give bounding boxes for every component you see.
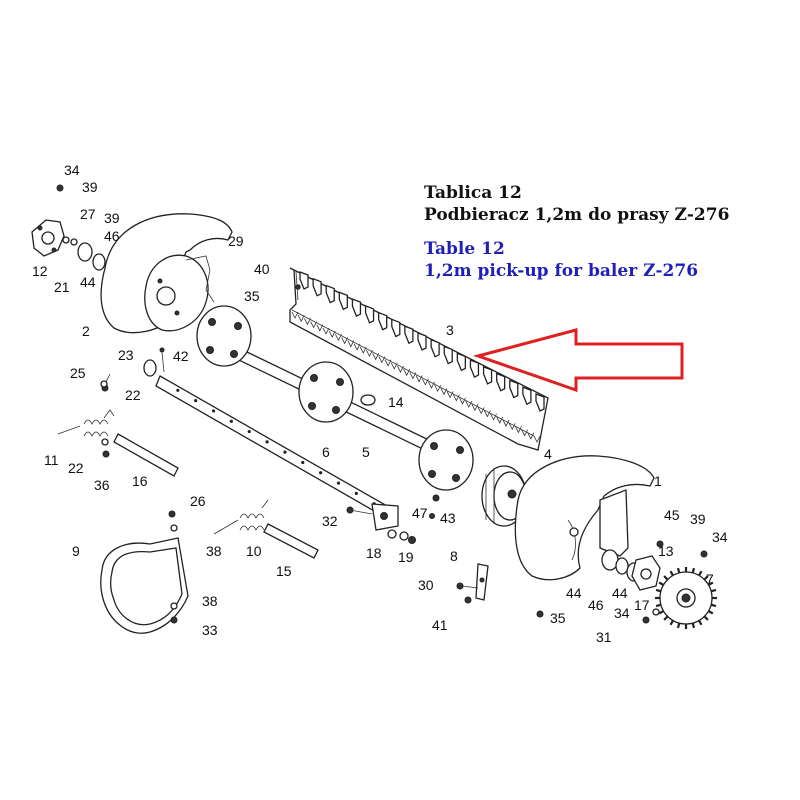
spring-left [57,384,115,458]
callout-27: 27 [80,206,96,222]
callout-31: 31 [596,629,612,645]
right-cover [514,455,655,618]
callout-8: 8 [450,548,458,564]
callout-38: 38 [202,593,218,609]
rod-holes [176,388,376,506]
callout-32: 32 [322,513,338,529]
callout-42: 42 [173,348,189,364]
callout-7: 7 [706,571,714,587]
callout-36: 36 [94,477,110,493]
drive-belt [100,510,189,634]
callout-16: 16 [132,473,148,489]
main-shaft [196,305,474,491]
left-cover [100,213,233,334]
callout-22: 22 [125,387,141,403]
callout-11: 11 [44,452,59,468]
tine-strip-teeth [299,271,545,412]
callout-23: 23 [118,347,134,363]
callout-17: 17 [634,597,650,613]
callout-38: 38 [206,543,222,559]
callout-5: 5 [362,444,370,460]
rake-teeth [291,311,541,443]
callout-41: 41 [432,617,448,633]
callout-34: 34 [614,605,630,621]
callout-1: 1 [654,473,662,489]
callout-21: 21 [54,279,70,295]
right-bearing-assembly [601,540,708,624]
callout-34: 34 [712,529,728,545]
title-english-line2: 1,2m pick-up for baler Z-276 [424,261,699,281]
callout-19: 19 [398,549,414,565]
callout-44: 44 [80,274,96,290]
title-english-line1: Table 12 [424,239,505,259]
callout-39: 39 [690,511,706,527]
callout-44: 44 [612,585,628,601]
callout-39: 39 [82,179,98,195]
callout-22: 22 [68,460,84,476]
callout-43: 43 [440,510,456,526]
callout-9: 9 [72,543,80,559]
title-block: Tablica 12 Podbieracz 1,2m do prasy Z-27… [424,182,729,282]
callout-18: 18 [366,545,382,561]
callout-2: 2 [82,323,90,339]
callout-3: 3 [446,322,454,338]
left-bearing-housing [31,184,106,271]
lever-8 [456,563,489,604]
callout-26: 26 [190,493,206,509]
callout-33: 33 [202,622,218,638]
callout-30: 30 [418,577,434,593]
rod-end-bracket [346,494,440,544]
callout-6: 6 [322,444,330,460]
callout-47: 47 [412,505,428,521]
callout-4: 4 [544,446,552,462]
callout-45: 45 [664,507,680,523]
callout-15: 15 [276,563,292,579]
title-polish-line1: Tablica 12 [424,183,522,203]
callout-12: 12 [32,263,48,279]
chain-sprocket [655,567,717,629]
callout-44: 44 [566,585,582,601]
callout-46: 46 [104,228,120,244]
small-parts-23-42 [100,347,165,388]
callout-35: 35 [550,610,566,626]
callout-10: 10 [246,543,262,559]
callout-25: 25 [70,365,86,381]
pointer-arrow [472,328,684,393]
spring-right [213,499,269,535]
callout-35: 35 [244,288,260,304]
callout-39: 39 [104,210,120,226]
tine-strip [289,267,549,451]
callout-40: 40 [254,261,270,277]
title-polish-line2: Podbieracz 1,2m do prasy Z-276 [424,205,730,225]
callout-14: 14 [388,394,404,410]
callout-46: 46 [588,597,604,613]
short-rod-16 [113,433,179,477]
callout-13: 13 [658,543,674,559]
callout-34: 34 [64,162,80,178]
callout-29: 29 [228,233,244,249]
short-rod-15 [263,523,319,559]
